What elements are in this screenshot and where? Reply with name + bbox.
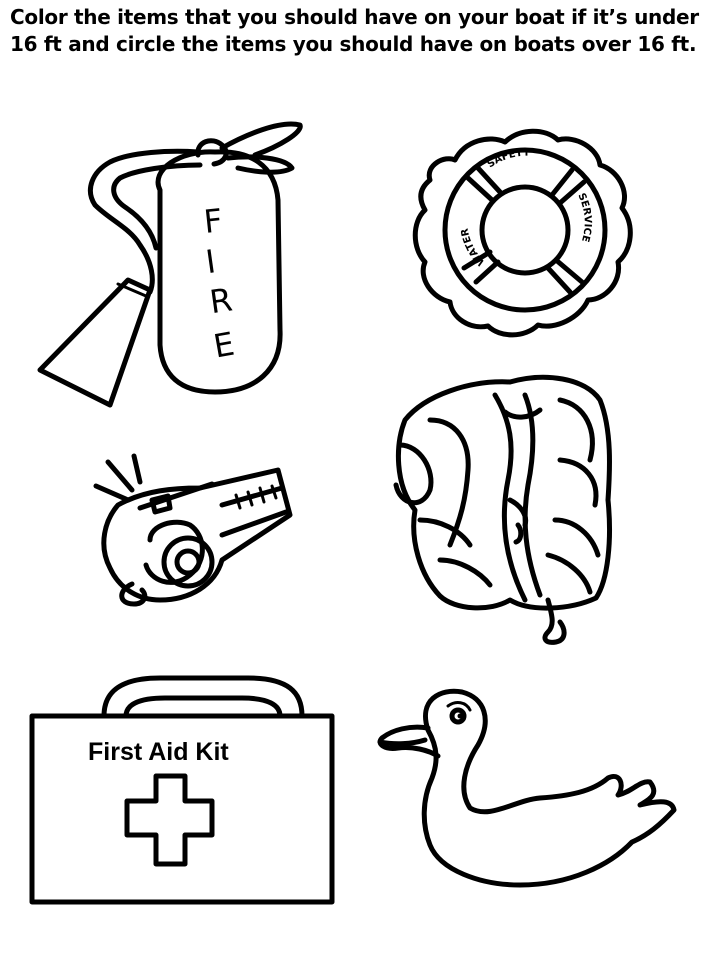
first-aid-kit-label: First Aid Kit [88,738,229,766]
life-ring-icon[interactable]: WATER SAFETY SERVICE [415,131,630,335]
whistle-icon[interactable] [96,456,290,604]
first-aid-kit-icon[interactable]: First Aid Kit [32,678,332,902]
svg-text:SERVICE: SERVICE [575,192,593,244]
svg-text:SAFETY: SAFETY [485,148,530,171]
svg-text:F: F [202,201,224,241]
fire-extinguisher-icon[interactable]: F I R E [40,124,300,405]
svg-text:R: R [207,280,234,321]
svg-text:E: E [211,325,238,366]
instructions-text: Color the items that you should have on … [10,5,699,56]
life-jacket-icon[interactable] [396,377,610,642]
duck-icon[interactable] [380,691,674,885]
svg-text:I: I [203,242,218,281]
fire-label: F I R E [202,201,237,365]
cross-icon [127,776,212,864]
